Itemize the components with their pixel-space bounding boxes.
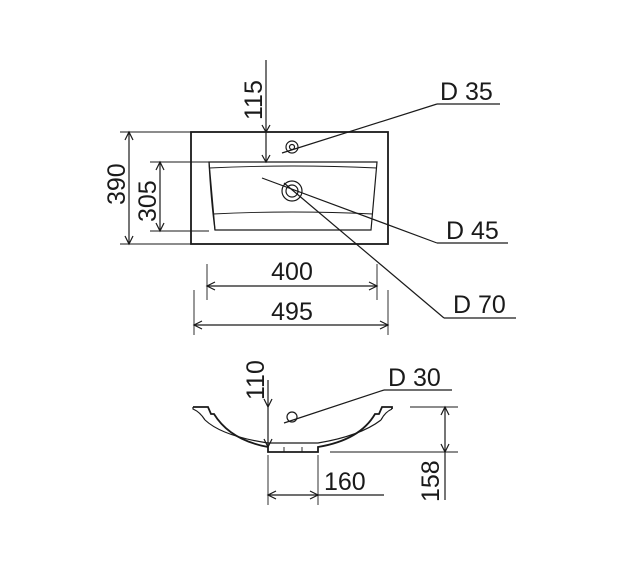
leader-d35 bbox=[281, 103, 438, 154]
drain-outer bbox=[281, 180, 303, 202]
basin-side-inner bbox=[204, 419, 382, 444]
label-d35: D 35 bbox=[440, 78, 493, 106]
dim-160: 160 bbox=[324, 468, 366, 496]
label-d70: D 70 bbox=[453, 291, 506, 319]
top-view: 115 D 35 D 45 D 70 390 305 400 bbox=[103, 60, 516, 335]
basin-outer-outline bbox=[190, 131, 389, 245]
label-d30: D 30 bbox=[388, 364, 441, 392]
basin-side-profile bbox=[193, 406, 393, 453]
dim-305: 305 bbox=[134, 180, 162, 222]
basin-inner-bowl bbox=[208, 161, 378, 231]
dim-110: 110 bbox=[242, 360, 270, 400]
label-d45: D 45 bbox=[446, 217, 499, 245]
dim-115: 115 bbox=[240, 80, 268, 120]
side-view: 110 D 30 158 160 bbox=[192, 360, 458, 505]
dim-495: 495 bbox=[271, 298, 313, 326]
dim-400: 400 bbox=[271, 258, 313, 286]
dim-158: 158 bbox=[417, 460, 445, 502]
side-tap-hole bbox=[286, 411, 298, 423]
leader-d30 bbox=[283, 389, 385, 424]
leader-d45 bbox=[261, 177, 438, 244]
tap-hole bbox=[285, 140, 299, 154]
bowl-shadow-line bbox=[212, 211, 374, 215]
dim-390: 390 bbox=[103, 163, 131, 205]
leader-d70 bbox=[283, 182, 445, 319]
